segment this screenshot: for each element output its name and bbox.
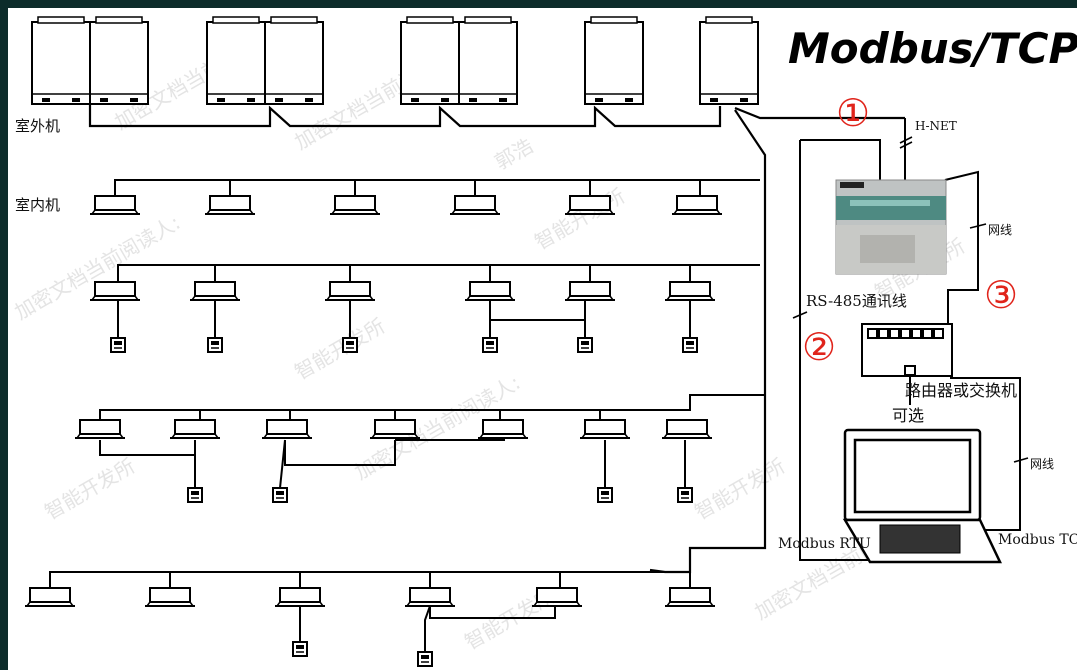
remote-controller xyxy=(678,488,692,502)
outdoor-unit xyxy=(265,17,323,104)
network-cable-label: 网线 xyxy=(1030,457,1054,471)
row-2-wiring xyxy=(118,265,760,338)
remote-controller xyxy=(683,338,697,352)
indoor-unit xyxy=(262,420,312,438)
remote-controller xyxy=(293,642,307,656)
indoor-unit xyxy=(170,420,220,438)
router-switch xyxy=(862,324,952,376)
outdoor-unit xyxy=(90,17,148,104)
indoor-unit xyxy=(450,196,500,214)
watermark-text: 智能开发所 xyxy=(531,184,630,255)
router-switch-label: 路由器或交换机 xyxy=(905,381,1017,400)
hnet-label: H-NET xyxy=(915,119,957,133)
remote-controller xyxy=(208,338,222,352)
modbus-tcp-label: Modbus TC xyxy=(998,532,1077,548)
indoor-unit xyxy=(580,420,630,438)
indoor-unit xyxy=(75,420,125,438)
outdoor-unit-label: 室外机 xyxy=(15,117,60,135)
indoor-unit xyxy=(205,196,255,214)
diagram-title: Modbus/TCP xyxy=(788,24,1077,73)
remote-controller xyxy=(188,488,202,502)
remote-controller xyxy=(273,488,287,502)
indoor-unit xyxy=(662,420,712,438)
outdoor-unit xyxy=(459,17,517,104)
watermark-text: 加密文档当前阅读人: xyxy=(11,210,185,324)
indoor-unit xyxy=(90,196,140,214)
indoor-unit xyxy=(330,196,380,214)
indoor-unit xyxy=(672,196,722,214)
indoor-unit xyxy=(145,588,195,606)
row-1-wiring xyxy=(115,180,760,196)
watermark-text: 智能开发所 xyxy=(291,314,390,385)
rs485-label: RS-485通讯线 xyxy=(806,292,907,310)
outdoor-unit xyxy=(401,17,459,104)
marker-1: ① xyxy=(836,91,870,135)
watermark-text: 智能开发所 xyxy=(691,454,790,525)
indoor-unit xyxy=(325,282,375,300)
network-cable-label: 网线 xyxy=(988,223,1012,237)
indoor-unit xyxy=(565,282,615,300)
indoor-unit-label: 室内机 xyxy=(15,196,60,214)
outdoor-unit xyxy=(207,17,265,104)
remote-controller xyxy=(418,652,432,666)
outdoor-unit xyxy=(585,17,643,104)
remote-controller xyxy=(343,338,357,352)
indoor-unit xyxy=(275,588,325,606)
optional-label: 可选 xyxy=(892,406,924,425)
gateway-device-photo xyxy=(836,180,946,274)
remote-controller xyxy=(598,488,612,502)
row-4-wiring xyxy=(50,572,690,655)
marker-2: ② xyxy=(802,325,836,369)
marker-3: ③ xyxy=(984,273,1018,317)
watermark-text: 智能开发所 xyxy=(41,454,140,525)
modbus-rtu-label: Modbus RTU xyxy=(778,536,871,552)
indoor-unit xyxy=(665,588,715,606)
watermark-text: 郭浩 xyxy=(491,134,538,175)
indoor-unit xyxy=(665,282,715,300)
indoor-unit xyxy=(405,588,455,606)
indoor-unit xyxy=(465,282,515,300)
indoor-unit xyxy=(190,282,240,300)
remote-controller xyxy=(111,338,125,352)
outdoor-unit xyxy=(32,17,90,104)
indoor-unit xyxy=(25,588,75,606)
indoor-unit xyxy=(478,420,528,438)
remote-controller xyxy=(578,338,592,352)
remote-controller xyxy=(483,338,497,352)
indoor-unit xyxy=(90,282,140,300)
outdoor-unit xyxy=(700,17,758,104)
